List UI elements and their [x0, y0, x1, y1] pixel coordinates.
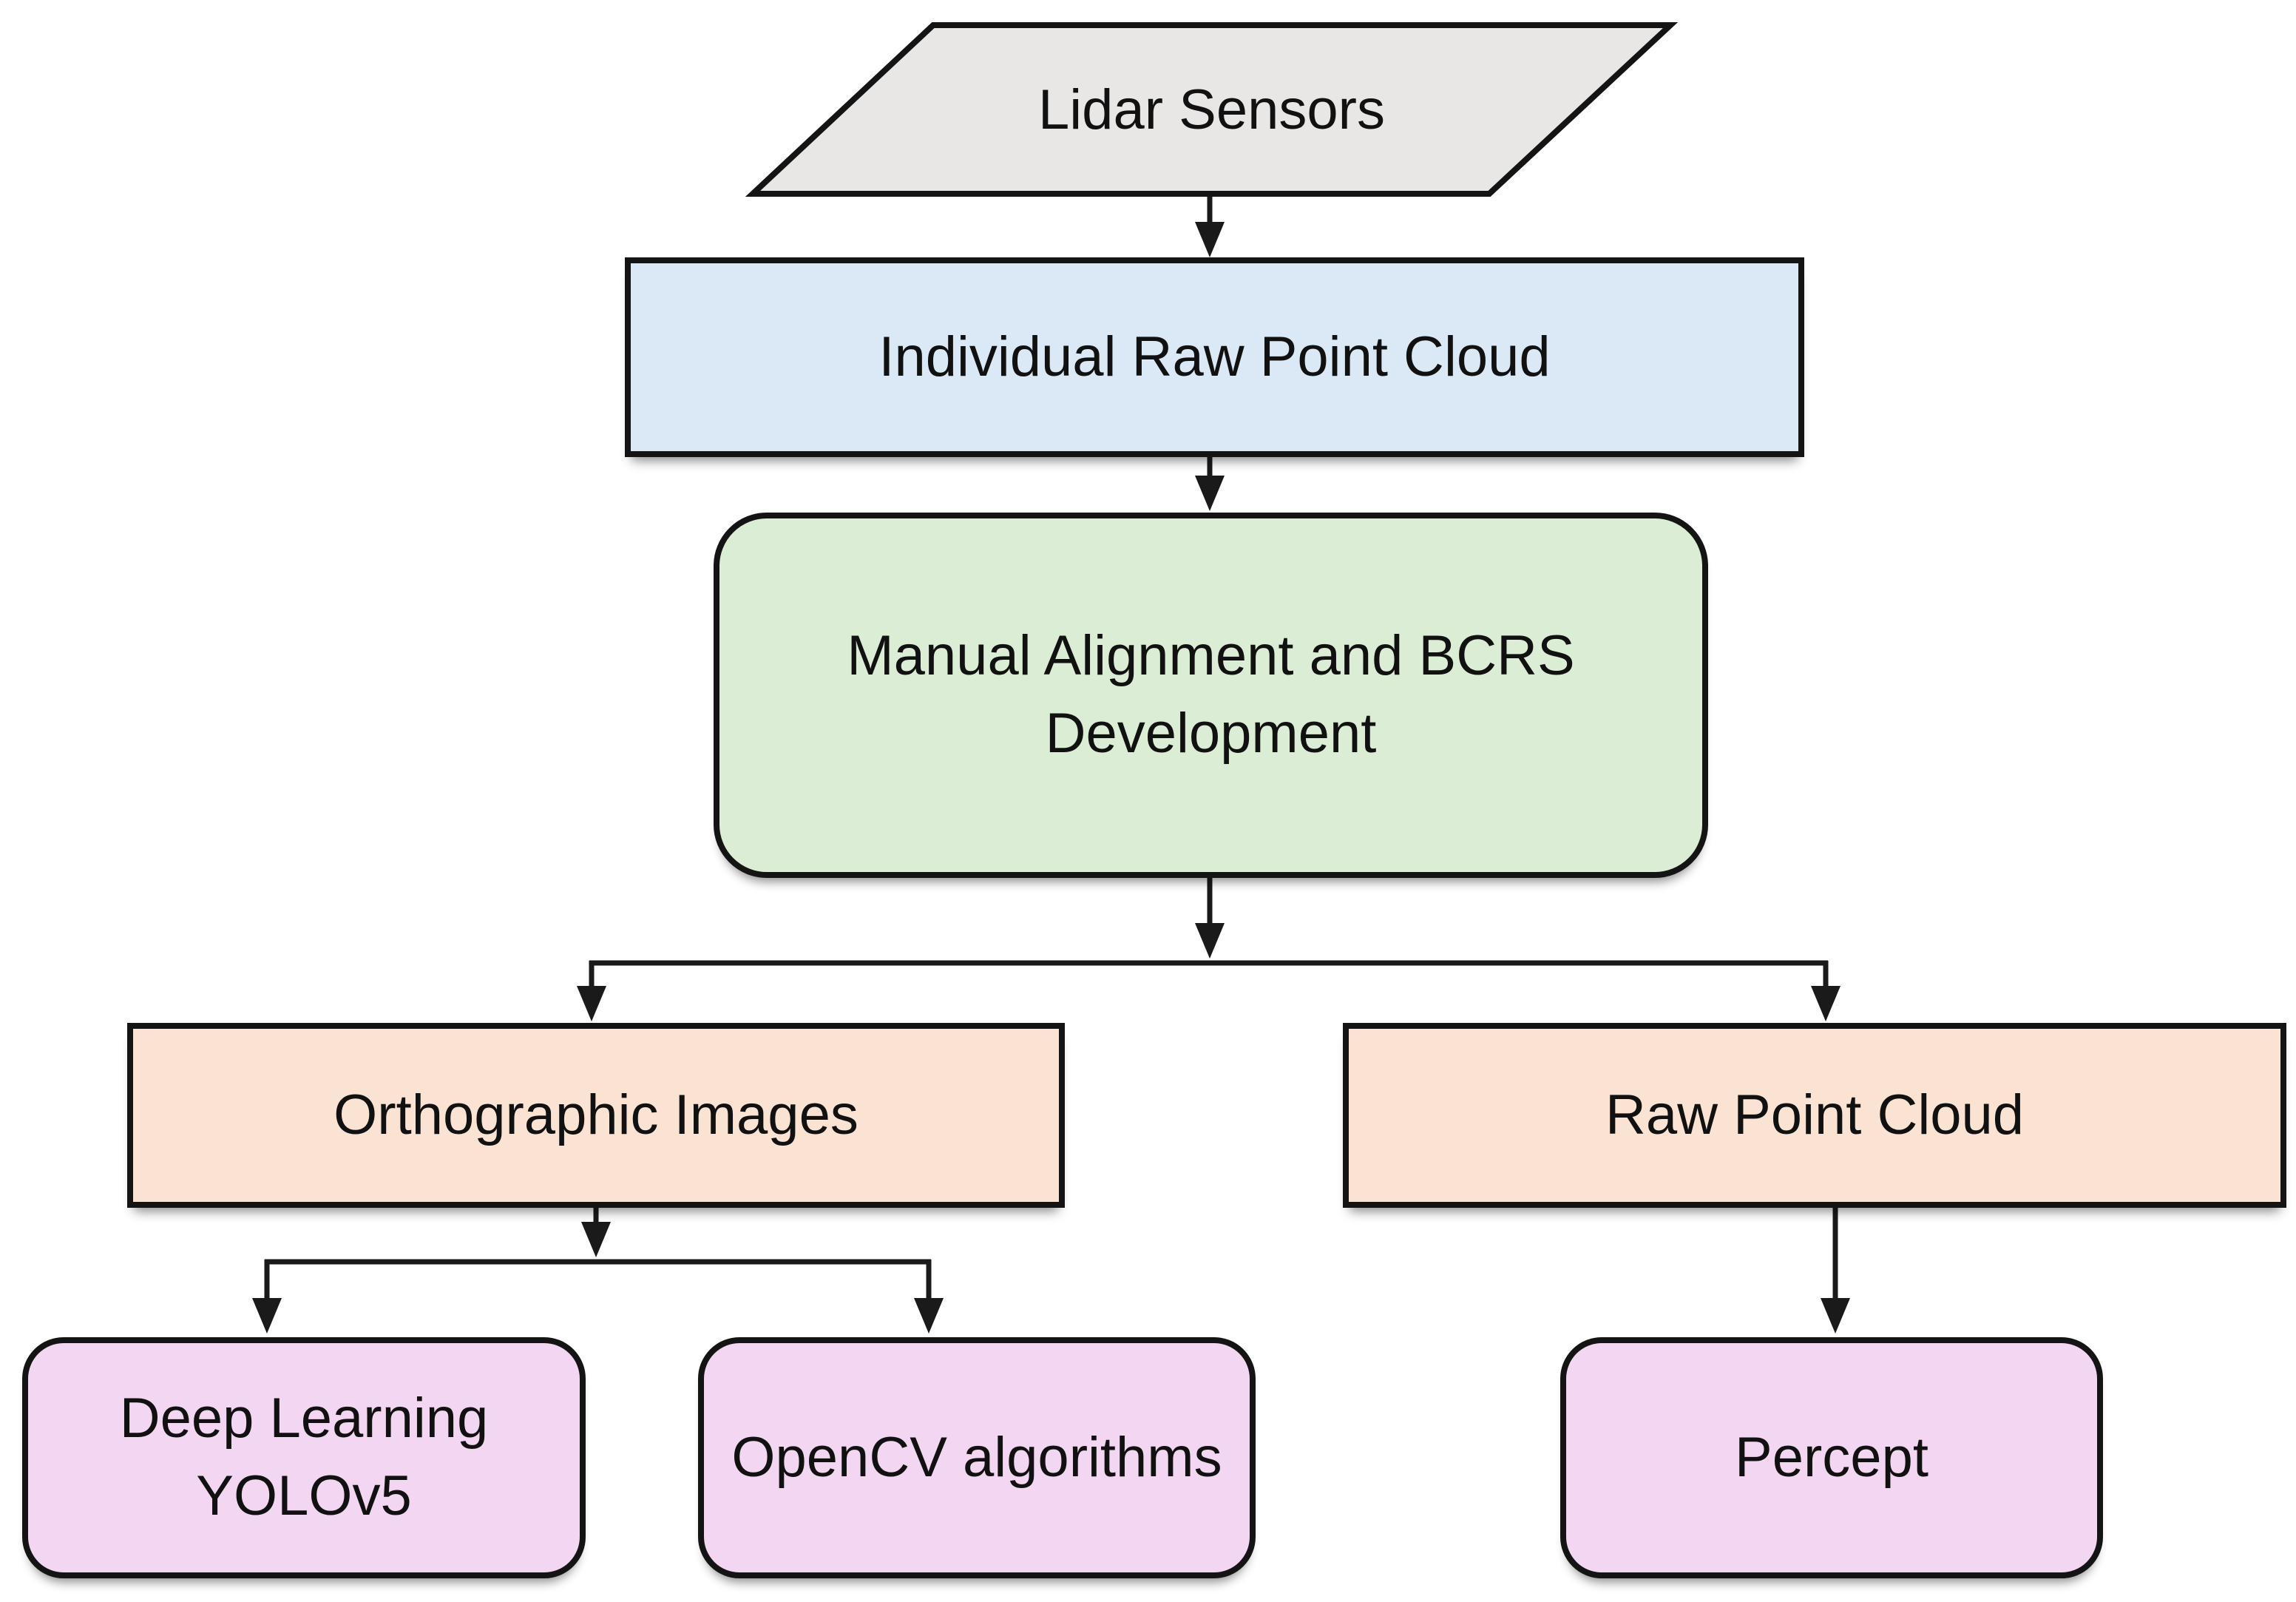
node-opencv-algorithms: OpenCV algorithms [698, 1337, 1256, 1578]
arrowhead [1821, 1298, 1850, 1334]
lidar-parallelogram-shape [745, 22, 1679, 197]
node-label: Percept [1735, 1425, 1928, 1489]
node-label-line2: YOLOv5 [196, 1464, 412, 1527]
arrowhead [1811, 986, 1840, 1021]
edge-raw-point-cloud-to-percept [1821, 1208, 1850, 1334]
arrowhead [914, 1298, 944, 1334]
edge-orthographic-images-branch [252, 1208, 944, 1334]
edge-lidar-to-individual-raw-point-cloud [1195, 197, 1225, 257]
arrowhead [252, 1298, 282, 1334]
node-orthographic-images: Orthographic Images [127, 1023, 1065, 1208]
arrowhead [577, 986, 606, 1021]
node-label: OpenCV algorithms [731, 1425, 1222, 1489]
node-raw-point-cloud: Raw Point Cloud [1343, 1023, 2286, 1208]
node-label-line2: Development [1045, 702, 1377, 765]
node-label-line1: Deep Learning [119, 1387, 489, 1450]
node-lidar-sensors: Lidar Sensors [753, 25, 1670, 194]
node-label: Orthographic Images [333, 1083, 859, 1146]
node-label: Lidar Sensors [1038, 78, 1385, 141]
node-individual-raw-point-cloud: Individual Raw Point Cloud [625, 257, 1804, 457]
node-deep-learning-yolov5: Deep Learning YOLOv5 [22, 1337, 586, 1578]
node-percept: Percept [1560, 1337, 2103, 1578]
edge-individual-raw-point-cloud-to-manual-alignment [1195, 457, 1225, 511]
arrowhead [1195, 476, 1225, 511]
arrowhead [1195, 923, 1225, 959]
edge-manual-alignment-branch [577, 878, 1840, 1021]
node-label-line1: Manual Alignment and BCRS [847, 624, 1575, 688]
node-label: Individual Raw Point Cloud [878, 325, 1551, 388]
arrowhead [581, 1222, 611, 1257]
node-label: Raw Point Cloud [1605, 1083, 2025, 1146]
arrowhead [1195, 222, 1225, 257]
node-manual-alignment-bcrs-development: Manual Alignment and BCRS Development [714, 513, 1708, 878]
